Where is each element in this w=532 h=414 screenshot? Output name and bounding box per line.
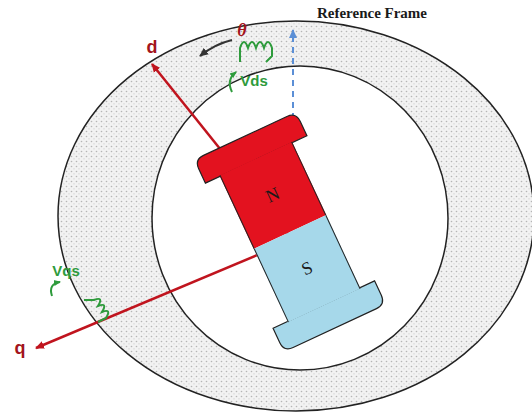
q-axis: [36, 240, 293, 348]
theta-arrow: [200, 40, 232, 56]
angle-label: θ: [237, 20, 246, 41]
q-axis-label: q: [15, 338, 26, 359]
vqs-coil: [51, 282, 108, 322]
vqs-label: Vqs: [52, 262, 80, 279]
vds-label: Vds: [240, 72, 268, 89]
stator-ring: [58, 21, 532, 411]
reference-frame-label: Reference Frame: [317, 5, 427, 22]
pole-letter: N: [263, 183, 284, 208]
pole-letter: S: [298, 257, 316, 280]
d-axis-label: d: [147, 37, 158, 58]
vds-coil: [230, 42, 272, 92]
rotor-magnet: NS: [189, 107, 391, 357]
